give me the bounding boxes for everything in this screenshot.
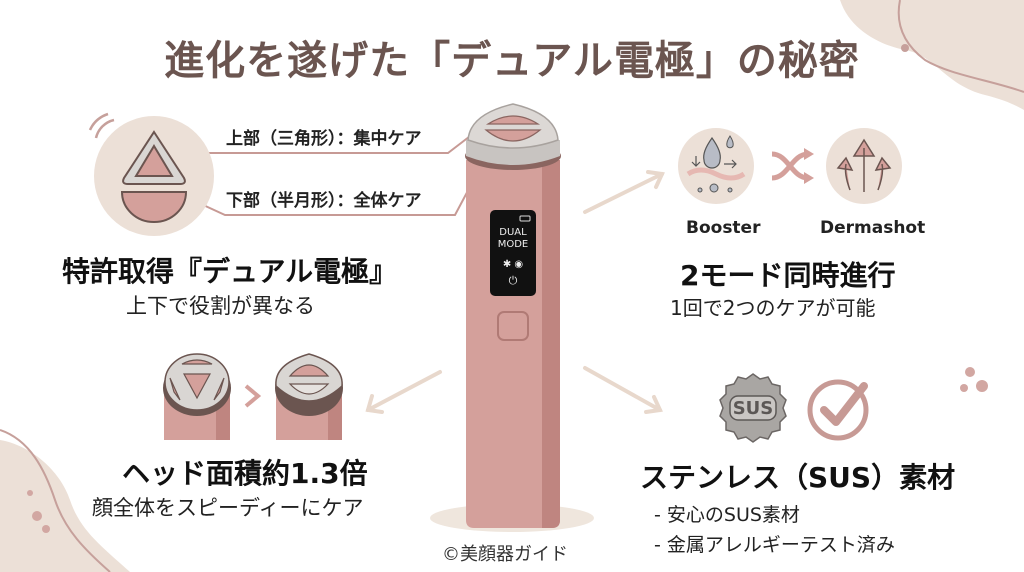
page-title: 進化を遂げた「デュアル電極」の秘密 <box>164 38 860 84</box>
power-icon: ⏻ <box>508 274 518 287</box>
sus-heading: ステンレス（SUS）素材 <box>640 461 956 494</box>
sus-badge-text: SUS <box>732 398 774 419</box>
head-area-sub: 顔全体をスピーディーにケア <box>92 496 364 520</box>
dermashot-label: Dermashot <box>820 218 926 238</box>
lower-electrode-label: 下部（半月形）：全体ケア <box>226 191 422 211</box>
dermashot-icon <box>826 128 902 204</box>
screen-mode-line2: MODE <box>497 239 529 250</box>
check-icon <box>807 379 869 441</box>
dual-mode-sub: 1回で2つのケアが可能 <box>670 296 876 320</box>
sus-bullet-2: - 金属アレルギーテスト済み <box>654 534 895 556</box>
bluetooth-icon: ✱ ◉ <box>502 259 524 270</box>
screen-mode-line1: DUAL <box>499 227 527 238</box>
sus-bullet-1: - 安心のSUS素材 <box>654 504 800 526</box>
device-illustration <box>465 103 561 528</box>
shuffle-arrows-icon <box>771 148 814 184</box>
dual-electrode-sub: 上下で役割が異なる <box>126 294 315 318</box>
copyright: ©美顔器ガイド <box>442 544 568 565</box>
dual-electrode-heading: 特許取得『デュアル電極』 <box>62 255 398 288</box>
dual-mode-heading: 2モード同時進行 <box>680 259 896 292</box>
booster-label: Booster <box>686 218 761 238</box>
device-screen: DUAL MODE ✱ ◉ ⏻ <box>490 227 536 287</box>
upper-electrode-label: 上部（三角形）：集中ケア <box>226 129 422 149</box>
sus-badge-icon <box>719 373 787 443</box>
booster-icon <box>678 128 754 204</box>
head-comparison-icon <box>163 353 343 440</box>
head-area-heading: ヘッド面積約1.3倍 <box>122 457 368 490</box>
dual-electrode-icon <box>88 112 214 236</box>
